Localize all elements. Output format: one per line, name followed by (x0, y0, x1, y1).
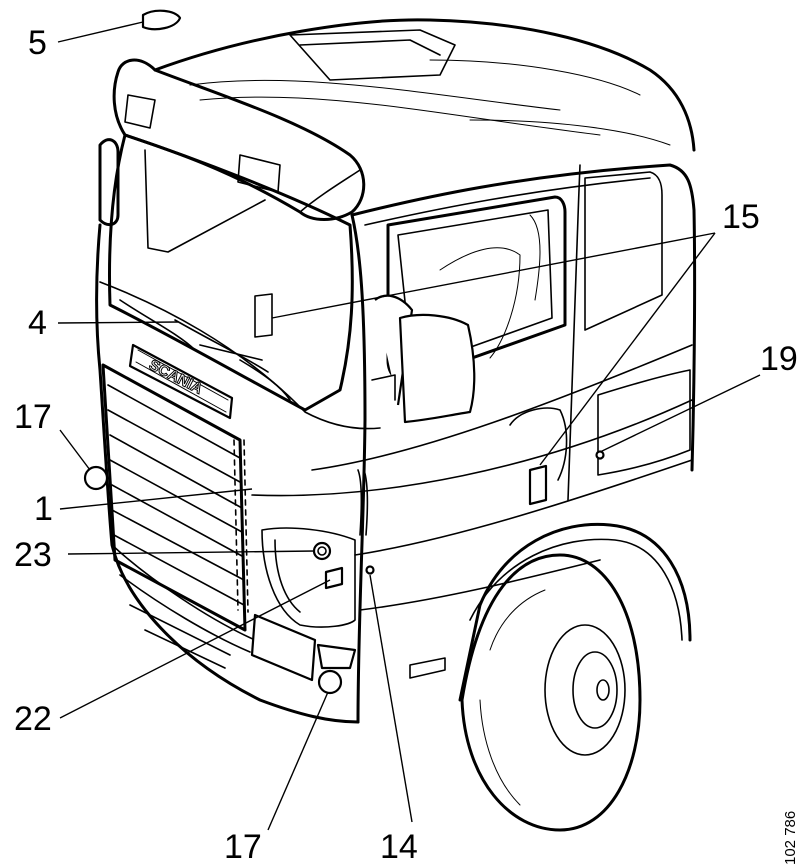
marker-lights (83, 9, 605, 695)
grab-handle (357, 469, 369, 536)
sun-visor (112, 58, 366, 221)
callout-23: 23 (14, 536, 52, 574)
leader-4 (57, 321, 179, 324)
front-wheel (460, 553, 642, 832)
leader-17a (59, 429, 91, 471)
wipers (119, 299, 291, 401)
front-grille (101, 363, 249, 632)
callout-22: 22 (14, 700, 52, 738)
leader-14 (369, 574, 413, 823)
leader-23 (67, 550, 316, 555)
leader-17b (267, 691, 329, 831)
figure-reference-code: 102 786 (782, 810, 799, 865)
leader-5 (57, 21, 144, 43)
cab-side (251, 163, 697, 611)
left-mirror (98, 138, 120, 227)
callout-15: 15 (722, 198, 760, 236)
side-mirror (371, 294, 476, 424)
callout-5: 5 (28, 24, 47, 62)
side-step (409, 369, 691, 679)
callout-17-upper: 17 (14, 398, 52, 436)
callout-4: 4 (28, 304, 47, 342)
leader-19 (599, 374, 761, 453)
leader-22 (59, 579, 331, 719)
leader-1 (59, 488, 253, 510)
leader-lines (57, 21, 761, 831)
headlight-area (261, 527, 356, 628)
front-bumper (111, 544, 357, 682)
callout-14: 14 (380, 828, 418, 866)
windshield (108, 133, 354, 412)
callout-1: 1 (34, 490, 53, 528)
leader-15b (539, 232, 716, 466)
cab-roof (153, 18, 696, 152)
leader-15a (271, 232, 716, 319)
rear-window (584, 171, 663, 331)
callout-17-lower: 17 (224, 828, 262, 866)
callout-19: 19 (760, 340, 798, 378)
